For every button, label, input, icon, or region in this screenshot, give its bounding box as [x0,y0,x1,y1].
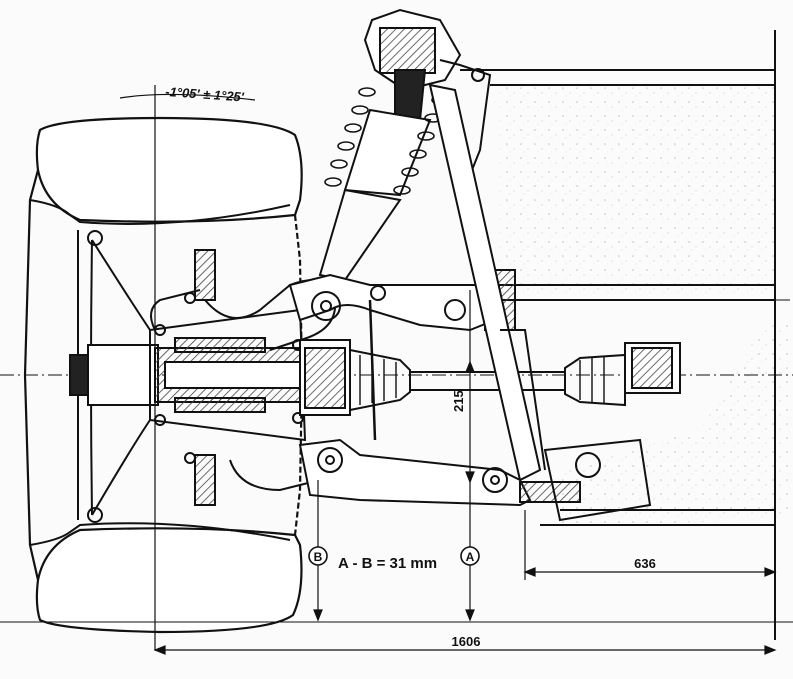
chassis-frame [460,30,790,640]
marker-a-label: A [466,550,475,564]
height-dimension-label: 215 [451,390,466,412]
equation-label: A - B = 31 mm [338,555,437,572]
camber-angle-label: -1°05' ± 1°25' [165,84,245,105]
tyre [23,116,304,634]
half-track-dimension-label: 636 [634,556,656,571]
marker-a-circle [460,546,480,566]
marker-b-label: B [314,550,323,564]
drive-shaft [299,339,681,416]
lower-wishbone [298,438,652,522]
radius-rod [368,83,546,482]
hub-assembly [69,289,307,464]
marker-b-circle [308,546,328,566]
chassis-background [500,85,790,525]
track-dimension-label: 1606 [452,634,481,649]
upright [194,249,337,506]
